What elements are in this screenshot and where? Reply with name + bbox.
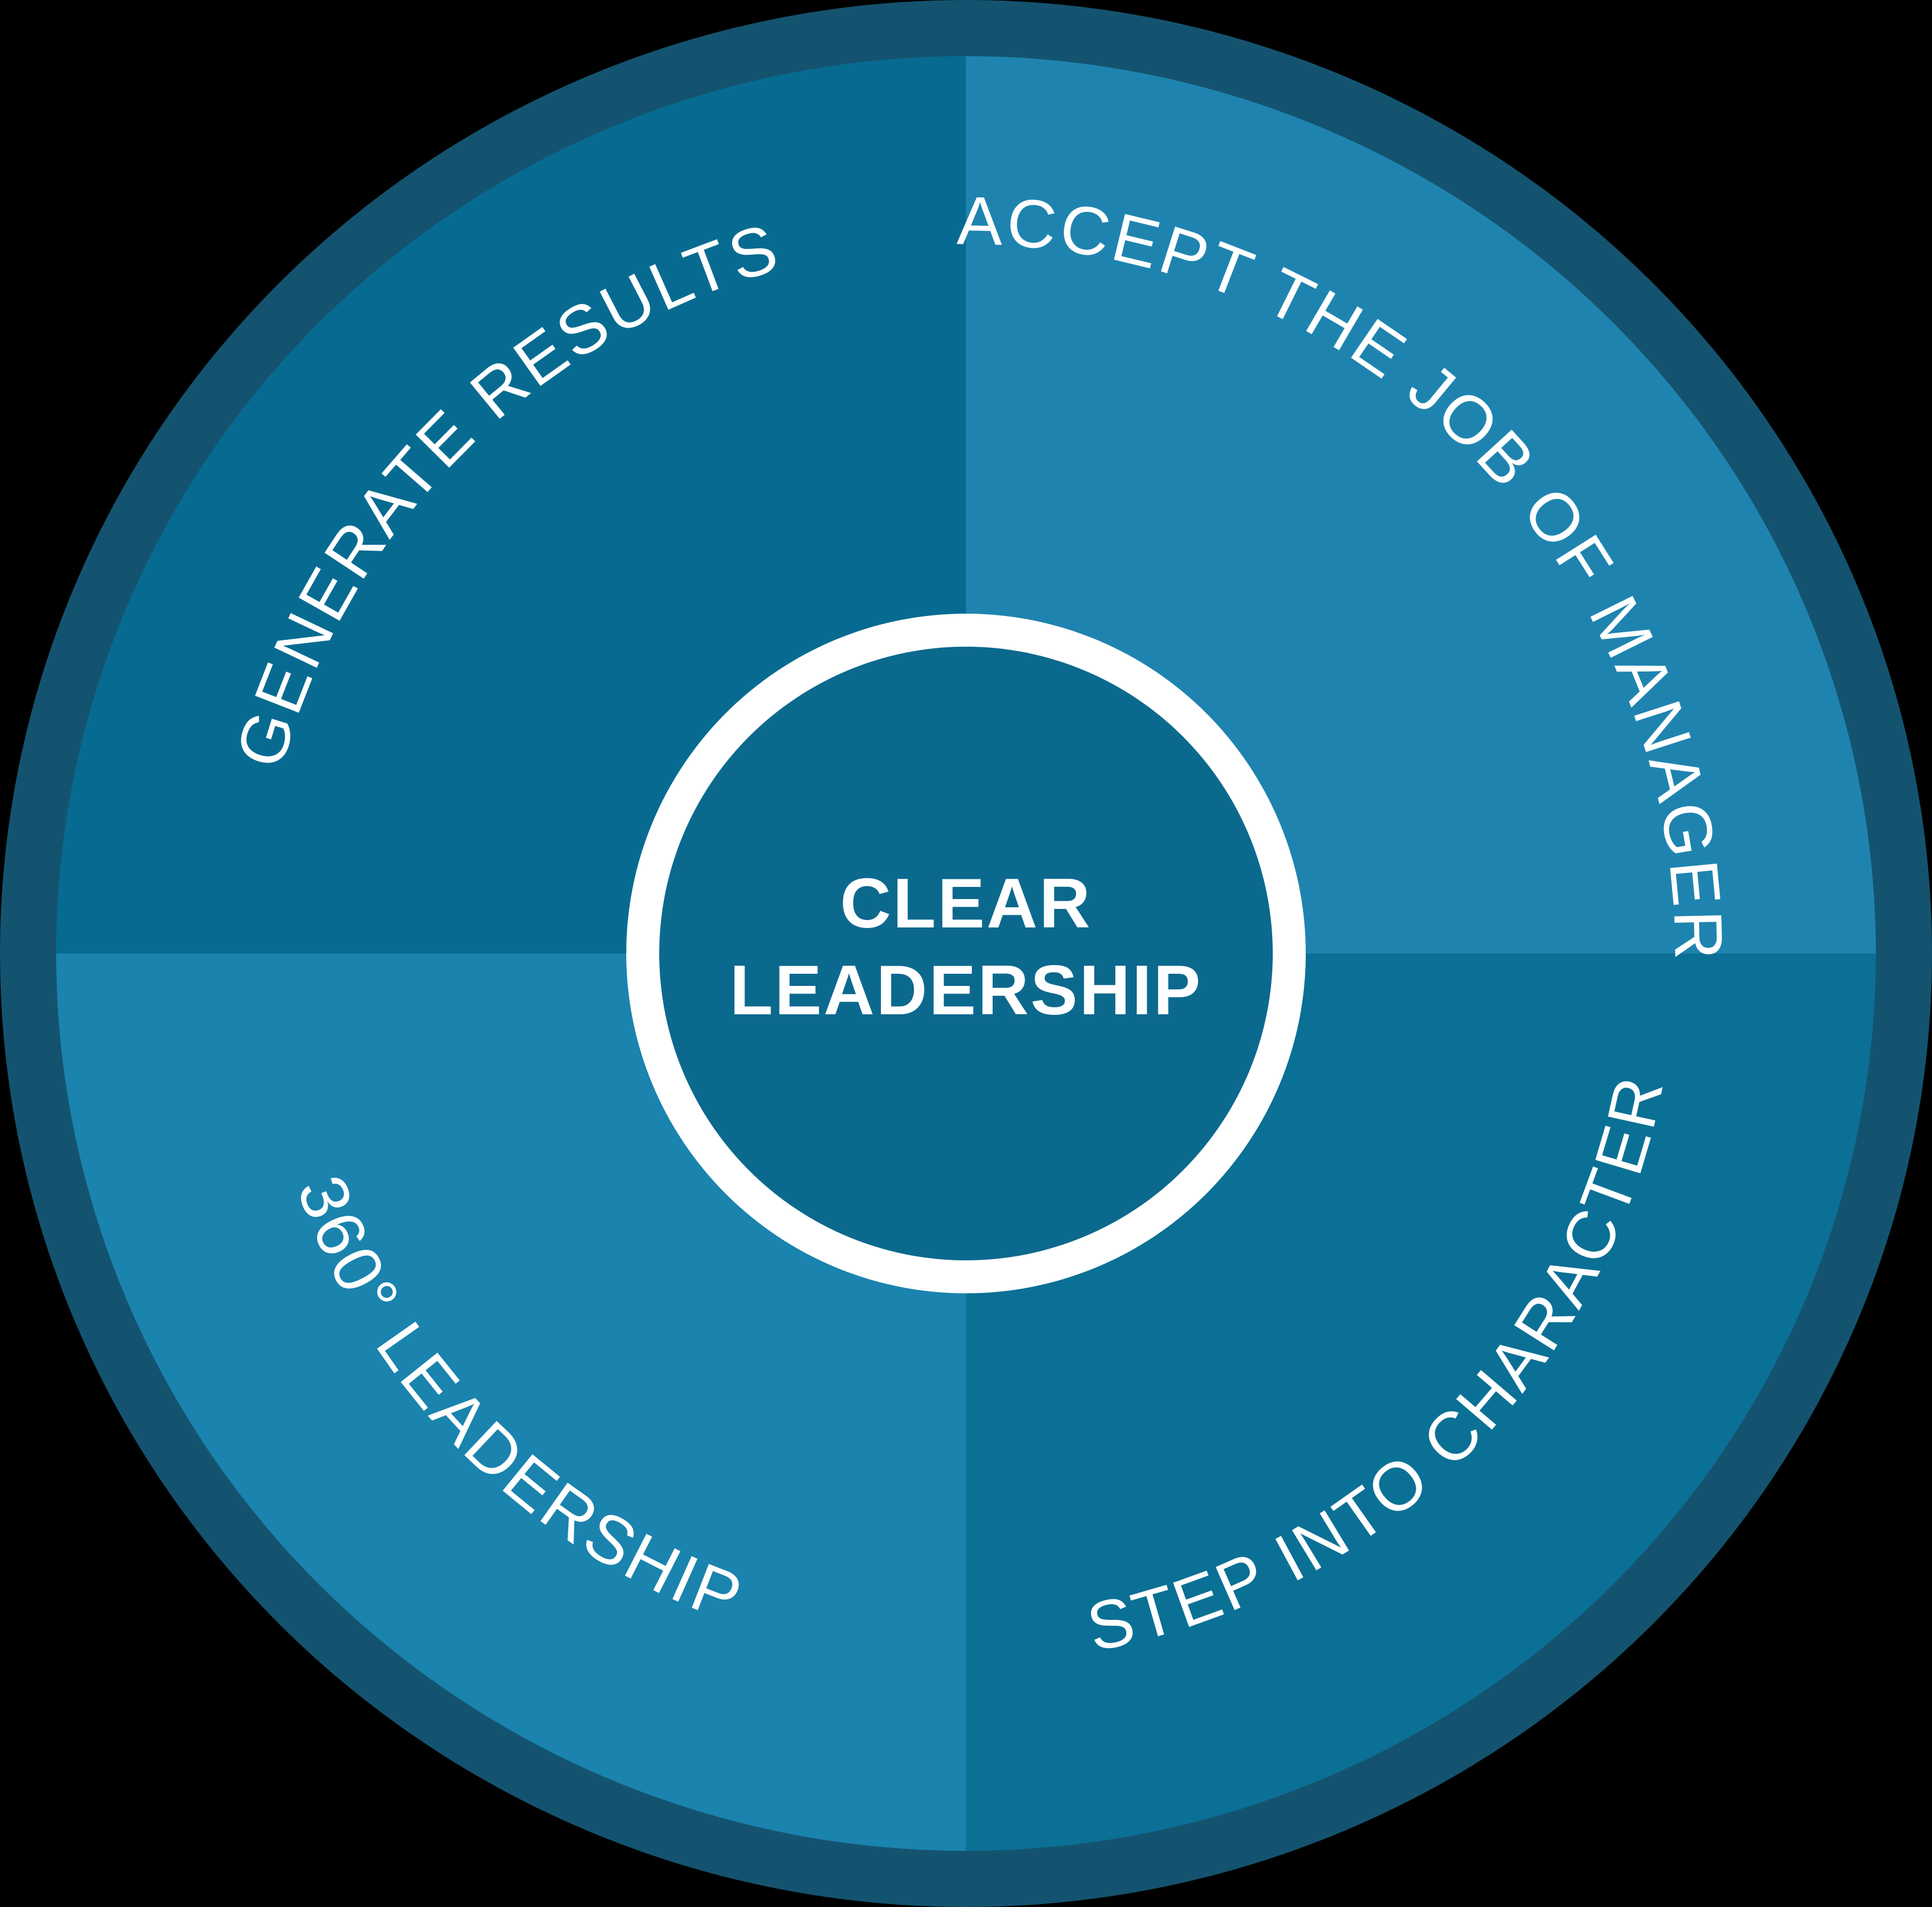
center-circle bbox=[659, 647, 1273, 1260]
center-title-line1: CLEAR bbox=[840, 864, 1092, 943]
center-title-line2: LEADERSHIP bbox=[730, 951, 1202, 1029]
